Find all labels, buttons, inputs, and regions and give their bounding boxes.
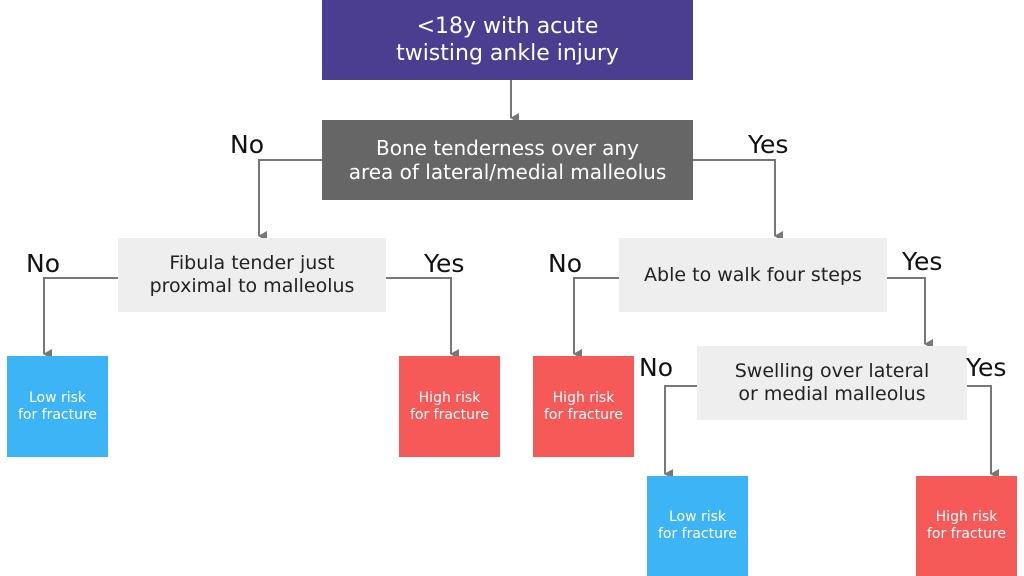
- swelling-node: Swelling over lateral or medial malleolu…: [697, 346, 967, 420]
- branch-label-swelling-yes: Yes: [966, 353, 1007, 382]
- branch-label-walk-yes: Yes: [902, 247, 943, 276]
- walk-four-steps-node: Able to walk four steps: [619, 238, 887, 312]
- branch-label-bone-yes: Yes: [748, 130, 789, 159]
- arrow-swelling-yes: [967, 385, 999, 479]
- result-swelling-yes-high-risk: High risk for fracture: [916, 476, 1017, 576]
- arrow-swelling-no: [664, 385, 697, 479]
- bone-tenderness-node: Bone tenderness over any area of lateral…: [322, 120, 693, 200]
- arrow-walk-yes: [887, 277, 933, 349]
- arrow-fibula-no: [43, 277, 118, 359]
- result-fibula-no-low-risk: Low risk for fracture: [7, 356, 108, 457]
- branch-label-fibula-yes: Yes: [424, 249, 465, 278]
- branch-label-fibula-no: No: [26, 249, 60, 278]
- start-node: <18y with acute twisting ankle injury: [322, 0, 693, 80]
- arrow-bone-no: [258, 159, 322, 241]
- result-swelling-no-low-risk: Low risk for fracture: [647, 476, 748, 576]
- arrow-walk-no: [573, 277, 619, 359]
- result-walk-no-high-risk: High risk for fracture: [533, 356, 634, 457]
- branch-label-bone-no: No: [230, 130, 264, 159]
- result-fibula-yes-high-risk: High risk for fracture: [399, 356, 500, 457]
- fibula-tender-node: Fibula tender just proximal to malleolus: [118, 238, 386, 312]
- arrow-fibula-yes: [386, 277, 459, 359]
- branch-label-walk-no: No: [548, 249, 582, 278]
- arrow-bone-yes: [693, 159, 783, 241]
- branch-label-swelling-no: No: [639, 353, 673, 382]
